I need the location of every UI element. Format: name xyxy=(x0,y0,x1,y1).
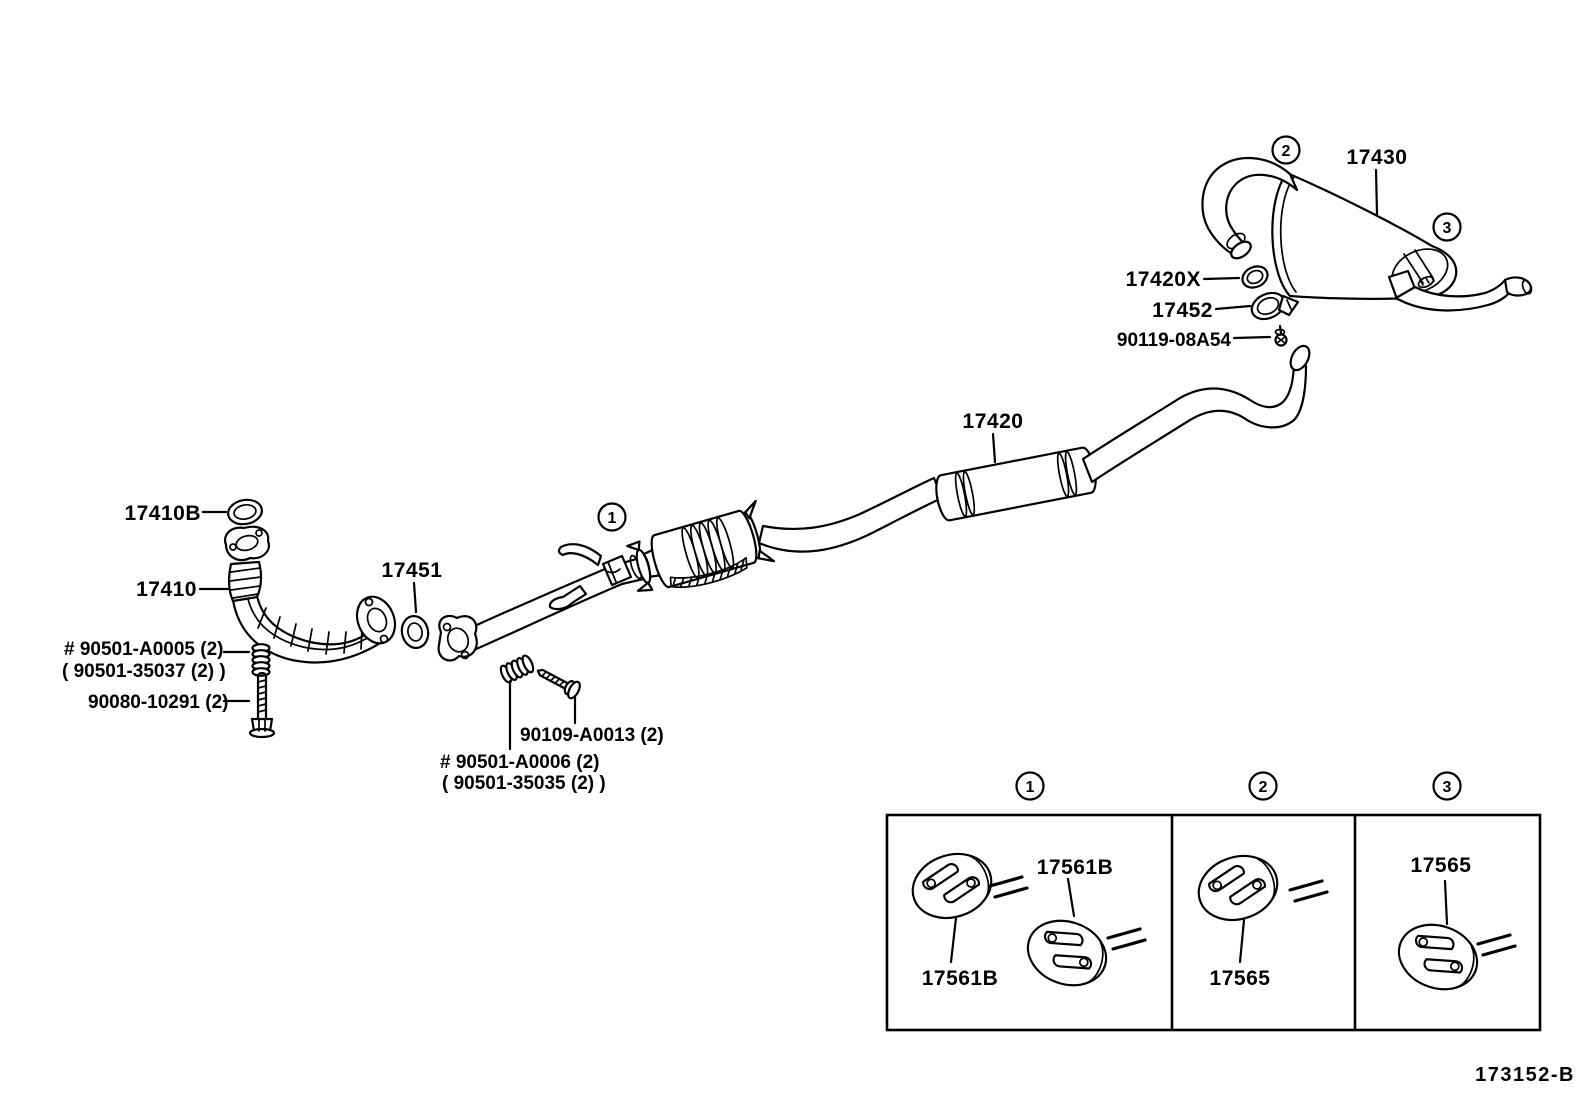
legend-label-17561b-bottom: 17561B xyxy=(922,967,999,990)
label-front-bolt: 90080-10291 (2) xyxy=(88,692,229,713)
label-clamp-bolt: 90119-08A54 xyxy=(1117,330,1232,351)
rear-joint-parts xyxy=(1241,265,1300,347)
legend-callout-2: 2 xyxy=(1248,771,1278,801)
hanger-icon xyxy=(903,843,1001,929)
center-spring xyxy=(499,654,535,684)
label-front-pipe: 17410 xyxy=(136,578,197,601)
center-screw xyxy=(536,668,581,700)
label-front-gasket: 17451 xyxy=(382,559,443,582)
callout-1: 1 xyxy=(597,502,627,532)
front-pipe-assembly xyxy=(224,498,397,664)
tail-s-pipe xyxy=(1081,364,1308,484)
resonator xyxy=(935,446,1097,522)
label-center-spring-1: # 90501-A0006 (2) xyxy=(440,752,600,773)
drawing-code: 173152-B xyxy=(1475,1064,1575,1086)
callout-2: 2 xyxy=(1271,135,1301,165)
callout-2-number: 2 xyxy=(1282,143,1291,160)
center-pipe-assembly xyxy=(437,344,1311,662)
equals-icon xyxy=(1476,933,1517,957)
shield-hatch xyxy=(672,559,745,588)
legend-label-17561b-top: 17561B xyxy=(1037,856,1114,879)
label-front-pipe-gasket: 17410B xyxy=(124,502,201,525)
equals-icon xyxy=(988,875,1029,899)
legend-label-17565-cell2: 17565 xyxy=(1210,967,1271,990)
label-front-spring-1: # 90501-A0005 (2) xyxy=(64,639,224,660)
front-gasket-ring xyxy=(400,615,430,649)
legend-callout-3-number: 3 xyxy=(1443,779,1452,796)
hanger-icon xyxy=(1017,909,1117,997)
callout-3-number: 3 xyxy=(1443,220,1452,237)
label-clamp: 17452 xyxy=(1152,299,1213,322)
front-pipe-gasket-ring xyxy=(227,498,263,526)
label-muffler: 17430 xyxy=(1347,146,1408,169)
front-stud-bolt xyxy=(248,671,276,739)
legend-label-17565-cell3: 17565 xyxy=(1411,854,1472,877)
legend-callout-1: 1 xyxy=(1015,771,1045,801)
front-spring xyxy=(251,643,271,677)
equals-icon xyxy=(1288,879,1329,903)
leader-lines xyxy=(198,168,1379,751)
equals-icon xyxy=(1106,927,1147,951)
muffler-endcap-detail xyxy=(1403,249,1435,289)
joint-bolt xyxy=(1274,324,1288,347)
legend-callout-1-number: 1 xyxy=(1026,779,1035,796)
catalytic-converter xyxy=(626,499,776,592)
callout-1-number: 1 xyxy=(608,510,617,527)
legend-callout-2-number: 2 xyxy=(1259,779,1268,796)
hanger-icon xyxy=(1189,845,1287,931)
label-front-spring-2: ( 90501-35037 (2) ) xyxy=(62,661,226,682)
legend-callout-3: 3 xyxy=(1432,771,1462,801)
callout-3: 3 xyxy=(1432,212,1462,242)
label-center-pipe: 17420 xyxy=(963,410,1024,433)
hanger-legend: 1 2 3 17561B 17561B 17565 17565 xyxy=(885,771,1542,1032)
muffler-assembly xyxy=(1201,157,1533,312)
label-rear-gasket: 17420X xyxy=(1126,268,1201,291)
label-center-spring-2: ( 90501-35035 (2) ) xyxy=(442,773,606,794)
label-center-bolt: 90109-A0013 (2) xyxy=(520,725,664,746)
hanger-icon xyxy=(1388,913,1488,1001)
